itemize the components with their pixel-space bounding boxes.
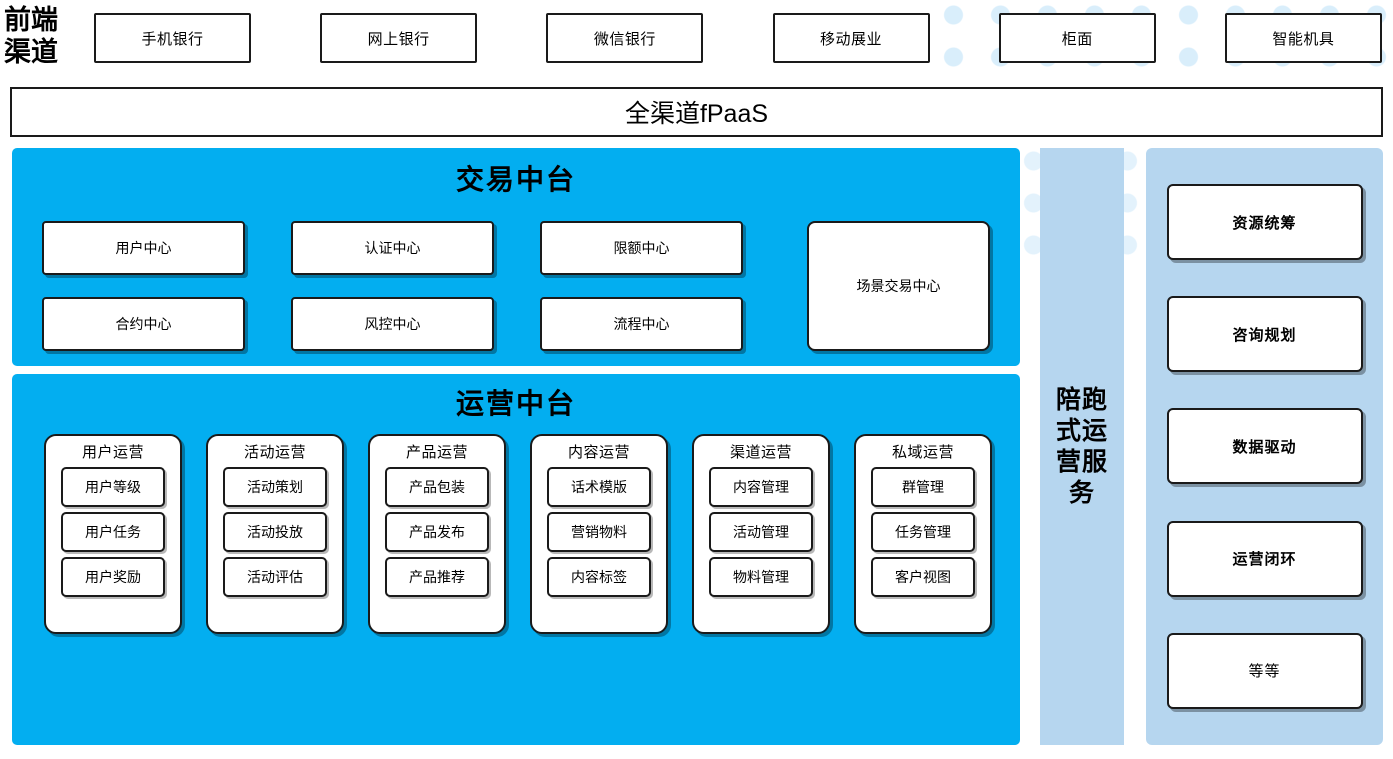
ops-item-script-template[interactable]: 话术模版	[547, 467, 651, 507]
capability-card-data-driven[interactable]: 数据驱动	[1166, 408, 1363, 485]
front-channel-row: 手机银行 网上银行 微信银行 移动展业 柜面 智能机具	[94, 13, 1382, 63]
ops-column-title: 私域运营	[891, 444, 954, 461]
trade-cell-contract-center[interactable]: 合约中心	[42, 297, 245, 351]
ops-column-user-operations: 用户运营 用户等级 用户任务 用户奖励	[44, 434, 182, 634]
accompanying-operation-service-bar: 陪跑式运营服务	[1040, 148, 1124, 745]
ops-item-customer-view[interactable]: 客户视图	[871, 557, 975, 597]
ops-column-campaign-operations: 活动运营 活动策划 活动投放 活动评估	[206, 434, 344, 634]
accompanying-operation-service-label: 陪跑式运营服务	[1055, 385, 1108, 507]
capability-card-resource-coordination[interactable]: 资源统筹	[1166, 184, 1363, 261]
ops-item-user-level[interactable]: 用户等级	[61, 467, 165, 507]
trade-middle-platform-panel: 交易中台 用户中心 认证中心 限额中心 合约中心 风控中心 流程中心 场景交易中…	[12, 148, 1020, 366]
ops-item-campaign-planning[interactable]: 活动策划	[223, 467, 327, 507]
operations-columns: 用户运营 用户等级 用户任务 用户奖励 活动运营 活动策划 活动投放 活动评估 …	[44, 434, 992, 634]
ops-column-title: 产品运营	[405, 444, 468, 461]
operations-platform-title: 运营中台	[455, 389, 576, 420]
trade-platform-title: 交易中台	[455, 165, 576, 196]
trade-cell-user-center[interactable]: 用户中心	[42, 221, 245, 275]
operations-middle-platform-panel: 运营中台 用户运营 用户等级 用户任务 用户奖励 活动运营 活动策划 活动投放 …	[12, 374, 1020, 745]
capability-card-operation-closed-loop[interactable]: 运营闭环	[1166, 520, 1363, 597]
ops-column-title: 活动运营	[243, 444, 306, 461]
ops-item-user-task[interactable]: 用户任务	[61, 512, 165, 552]
channel-item-mobile-business[interactable]: 移动展业	[772, 13, 930, 63]
ops-column-title: 内容运营	[567, 444, 630, 461]
capability-card-etc[interactable]: 等等	[1166, 632, 1363, 709]
trade-cell-risk-center[interactable]: 风控中心	[291, 297, 494, 351]
ops-item-campaign-delivery[interactable]: 活动投放	[223, 512, 327, 552]
ops-item-campaign-management[interactable]: 活动管理	[709, 512, 813, 552]
trade-platform-grid: 用户中心 认证中心 限额中心 合约中心 风控中心 流程中心 场景交易中心	[42, 221, 990, 351]
ops-item-product-packaging[interactable]: 产品包装	[385, 467, 489, 507]
service-capability-panel: 资源统筹 咨询规划 数据驱动 运营闭环 等等	[1146, 148, 1383, 745]
channel-item-wechat-bank[interactable]: 微信银行	[546, 13, 704, 63]
ops-item-marketing-material[interactable]: 营销物料	[547, 512, 651, 552]
capability-card-consulting-planning[interactable]: 咨询规划	[1166, 296, 1363, 373]
channel-item-online-bank[interactable]: 网上银行	[320, 13, 478, 63]
trade-cell-process-center[interactable]: 流程中心	[540, 297, 743, 351]
channel-item-counter[interactable]: 柜面	[998, 13, 1156, 63]
ops-item-product-recommendation[interactable]: 产品推荐	[385, 557, 489, 597]
ops-item-campaign-evaluation[interactable]: 活动评估	[223, 557, 327, 597]
ops-item-product-release[interactable]: 产品发布	[385, 512, 489, 552]
trade-cell-scenario-transaction-center[interactable]: 场景交易中心	[807, 221, 990, 351]
front-channel-label: 前端 渠道	[4, 4, 82, 70]
trade-cell-auth-center[interactable]: 认证中心	[291, 221, 494, 275]
front-channel-label-line2: 渠道	[4, 37, 58, 67]
ops-column-title: 用户运营	[81, 444, 144, 461]
ops-item-content-tag[interactable]: 内容标签	[547, 557, 651, 597]
ops-item-task-management[interactable]: 任务管理	[871, 512, 975, 552]
channel-item-mobile-bank[interactable]: 手机银行	[94, 13, 251, 63]
ops-item-material-management[interactable]: 物料管理	[709, 557, 813, 597]
trade-cell-limit-center[interactable]: 限额中心	[540, 221, 743, 275]
ops-column-content-operations: 内容运营 话术模版 营销物料 内容标签	[530, 434, 668, 634]
fpaas-bar: 全渠道fPaaS	[10, 87, 1383, 137]
ops-column-title: 渠道运营	[729, 444, 792, 461]
ops-item-user-reward[interactable]: 用户奖励	[61, 557, 165, 597]
ops-item-group-management[interactable]: 群管理	[871, 467, 975, 507]
ops-item-content-management[interactable]: 内容管理	[709, 467, 813, 507]
ops-column-product-operations: 产品运营 产品包装 产品发布 产品推荐	[368, 434, 506, 634]
ops-column-channel-operations: 渠道运营 内容管理 活动管理 物料管理	[692, 434, 830, 634]
ops-column-private-domain-operations: 私域运营 群管理 任务管理 客户视图	[854, 434, 992, 634]
front-channel-label-line1: 前端	[4, 5, 58, 35]
channel-item-smart-machine[interactable]: 智能机具	[1224, 13, 1382, 63]
